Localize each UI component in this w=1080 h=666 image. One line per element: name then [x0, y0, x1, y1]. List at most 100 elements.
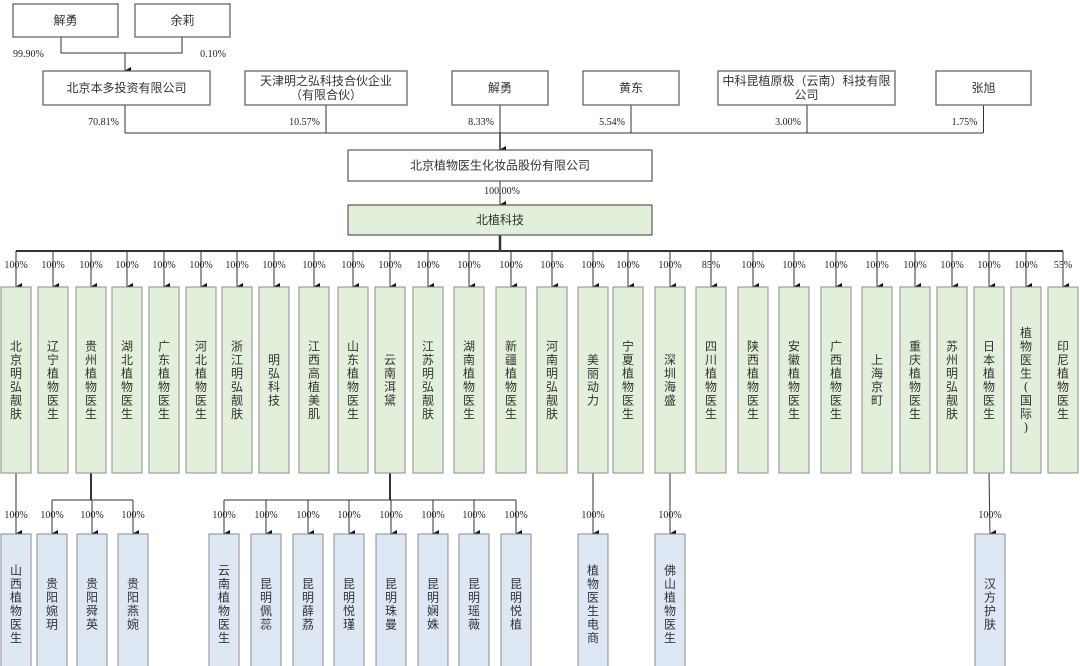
entity-box [298, 286, 330, 474]
entity-name-char: 生 [158, 407, 170, 421]
entity-name-char: 植 [909, 366, 921, 381]
entity-name-char: 四 [705, 340, 717, 354]
entity-name-char: 植 [983, 366, 995, 381]
entity-name-char: 生 [505, 407, 517, 421]
subsidiary-percent: 100% [903, 260, 926, 271]
entity-name-char: 苏 [946, 340, 958, 354]
entity-name-char: 北 [121, 353, 133, 367]
subsidiary-percent: 100% [341, 260, 364, 271]
entity-box [820, 286, 852, 474]
entity-box [76, 533, 108, 666]
entity-name-char: 植 [347, 366, 359, 381]
entity-box [374, 286, 406, 474]
entity-box [75, 286, 107, 474]
connector-lines [15, 37, 1069, 538]
entity-name-char: 明 [385, 591, 397, 605]
entity-name-char: 贵 [46, 577, 58, 591]
entity-name-char: 生 [983, 407, 995, 421]
entity-name-char: 浙 [231, 340, 243, 354]
entity-name-char: 美 [587, 353, 599, 367]
entity-name-char: 北 [10, 340, 22, 354]
entity-name-char: 植 [218, 590, 230, 605]
shareholder-percent: 8.33% [468, 117, 494, 128]
entity-name-char: 生 [218, 631, 230, 645]
entity-name-char: 辽 [47, 340, 59, 354]
sub-subsidiary-percent: 100% [80, 510, 103, 521]
entity-name-char: 重 [909, 340, 921, 354]
entity-name-char: ( [1024, 380, 1029, 394]
entity-name-char: 物 [788, 380, 800, 394]
entity-name-char: 昆 [510, 577, 522, 591]
entity-name-char: 京 [10, 353, 22, 367]
entity-name-char: 明 [422, 367, 434, 381]
subsidiary-percent: 85% [702, 260, 720, 271]
entity-name-char: 尼 [1057, 353, 1069, 367]
entity-name-char: 生 [705, 407, 717, 421]
shareholder-box: 解勇 [451, 70, 549, 106]
entity-name-char: 云 [384, 353, 396, 367]
subsidiary-percent: 100% [782, 260, 805, 271]
entity-name-char: 科 [268, 380, 280, 394]
entity-name-char: 植 [195, 366, 207, 381]
entity-name-char: 洱 [384, 380, 396, 394]
entity-name: 公司 [794, 88, 818, 102]
entity-name-char: 佩 [260, 604, 272, 618]
entity-box [1010, 286, 1042, 474]
entity-name-char: 珠 [385, 604, 397, 618]
entity-name-char: 安 [788, 339, 800, 354]
entity-name-char: 生 [622, 407, 634, 421]
entity-name-char: 生 [463, 407, 475, 421]
subsidiary-percent: 100% [616, 260, 639, 271]
entity-name-char: 际 [1020, 407, 1032, 421]
entity-name-char: 明 [427, 591, 439, 605]
entity-name-char: 南 [384, 366, 396, 381]
entity-name-char: 夏 [622, 353, 634, 367]
arrow-connector [988, 472, 997, 538]
subsidiary-percent: 100% [457, 260, 480, 271]
entity-name-char: 昆 [343, 577, 355, 591]
entity-box [453, 286, 485, 474]
shareholder-box: 天津明之弘科技合伙企业（有限合伙） [244, 70, 408, 106]
entity-name-char: 医 [909, 394, 921, 408]
entity-name-char: 医 [85, 394, 97, 408]
entity-name-char: 宁 [47, 352, 59, 367]
entity-name-char: 物 [158, 380, 170, 394]
entity-name-char: 东 [347, 353, 359, 367]
entity-name-char: 生 [1057, 407, 1069, 421]
entity-name-char: 悦 [510, 604, 522, 618]
sub-subsidiary-percent: 100% [212, 510, 235, 521]
entity-name-char: 物 [747, 380, 759, 394]
entity-name-char: 南 [546, 352, 558, 367]
subsidiary-percent: 100% [865, 260, 888, 271]
entity-name: 黄东 [619, 81, 643, 95]
entity-name-char: 生 [47, 407, 59, 421]
entity-name-char: 明 [343, 591, 355, 605]
subsidiary-percent: 100% [499, 260, 522, 271]
entity-box [899, 286, 931, 474]
entity-name-char: 物 [622, 380, 634, 394]
entity-name-char: ) [1024, 421, 1029, 435]
entity-name-char: 瑶 [468, 604, 480, 618]
entity-name-char: 弘 [268, 367, 280, 381]
entity-name-char: 医 [622, 394, 634, 408]
entity-name-char: 阳 [127, 591, 139, 605]
entity-name-char: 植 [47, 366, 59, 381]
subsidiary-percent: 100% [41, 260, 64, 271]
shareholder-percent: 10.57% [289, 117, 320, 128]
entity-name-char: 本 [983, 353, 995, 367]
entity-name-char: 植 [510, 617, 522, 632]
entity-name-char: 西 [830, 353, 842, 367]
entity-name-char: 物 [121, 380, 133, 394]
entity-name-char: 医 [218, 618, 230, 632]
